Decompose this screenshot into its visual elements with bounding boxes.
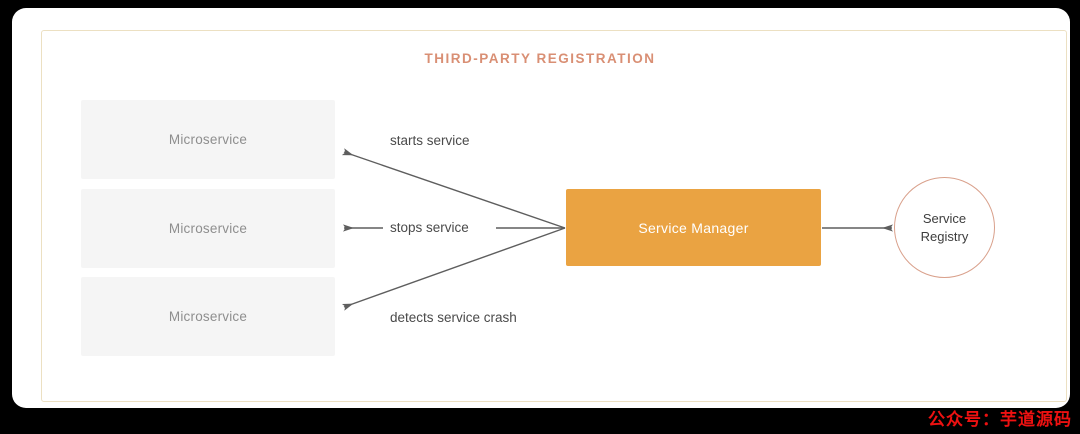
node-microservice-3[interactable]: Microservice xyxy=(81,277,335,356)
edge-label-stops-service: stops service xyxy=(384,218,475,237)
node-service-registry[interactable]: Service Registry xyxy=(894,177,995,278)
node-label: Microservice xyxy=(168,132,248,147)
watermark-text: 公众号：芋道源码 xyxy=(928,410,1072,429)
node-label-line-1: Service xyxy=(922,210,967,226)
node-label: Microservice xyxy=(168,309,248,324)
arrow-starts-service xyxy=(341,148,566,229)
node-label-line-2: Registry xyxy=(920,228,969,244)
edge-label-starts-service: starts service xyxy=(384,131,476,150)
diagram-title: THIRD-PARTY REGISTRATION xyxy=(424,51,656,66)
node-microservice-2[interactable]: Microservice xyxy=(81,189,335,268)
edge-label-detects-service-crash: detects service crash xyxy=(384,308,523,327)
decorative-inner-frame xyxy=(41,30,1067,402)
node-label: Service Manager xyxy=(638,219,749,236)
node-service-manager[interactable]: Service Manager xyxy=(566,189,821,266)
node-microservice-1[interactable]: Microservice xyxy=(81,100,335,179)
node-label: Microservice xyxy=(168,221,248,236)
arrow-detects-service-crash xyxy=(341,227,566,311)
